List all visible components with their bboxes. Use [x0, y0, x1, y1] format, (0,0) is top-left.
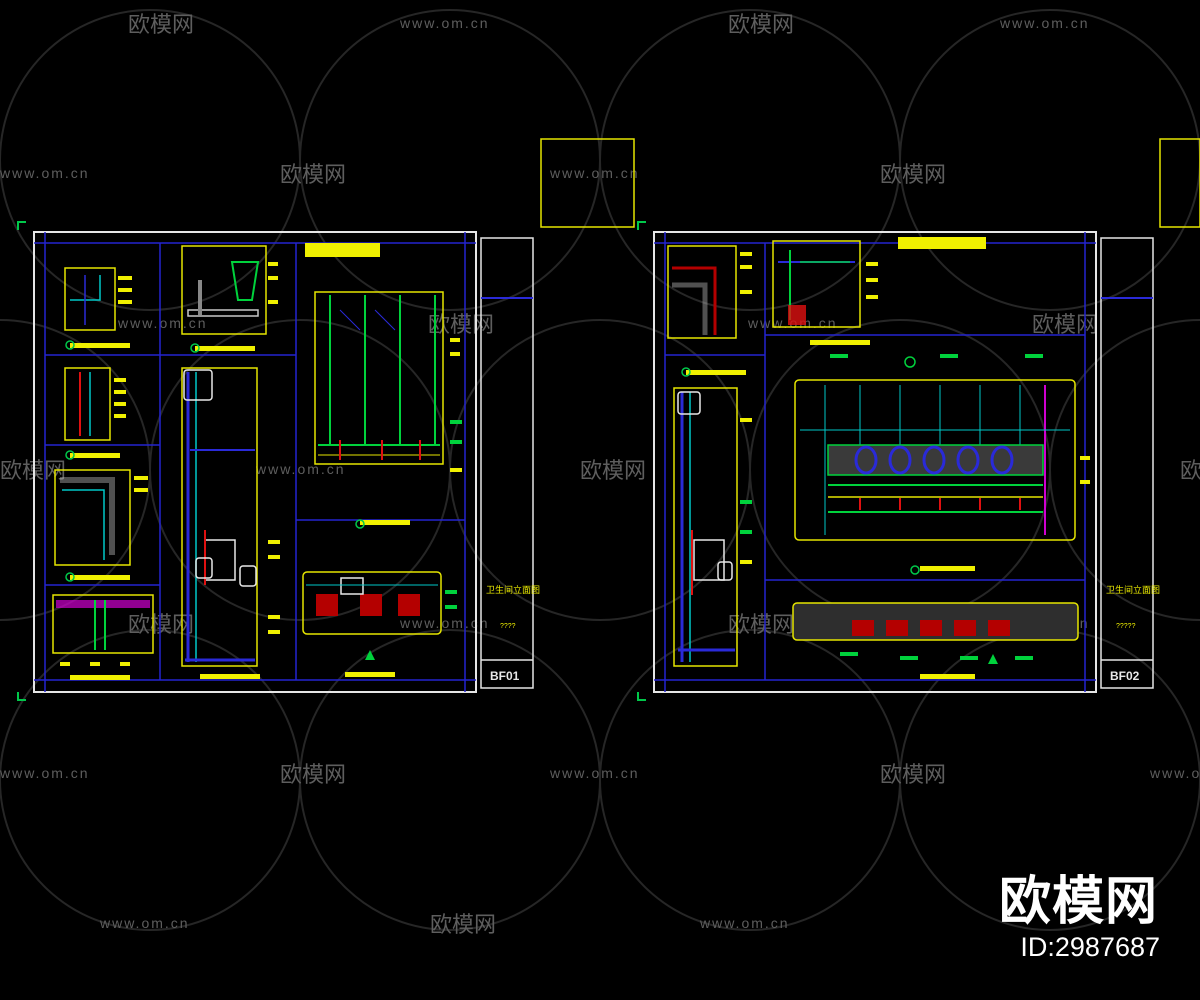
- watermark-brand: 欧模网: [280, 763, 346, 788]
- sheet-title: 卫生间立面图: [1106, 584, 1160, 596]
- tall-section: [181, 367, 280, 679]
- brand-logo-text: 欧模网: [998, 872, 1158, 932]
- watermark-brand: 欧模网: [1032, 313, 1098, 338]
- watermark-url: www.om.cn: [117, 315, 208, 331]
- watermark-brand: 欧模网: [128, 13, 194, 38]
- sheet-number: BF02: [1110, 669, 1140, 683]
- vanity-plan: [792, 602, 1079, 679]
- sheet-border: [653, 231, 1097, 693]
- watermark-url: www.om.cn: [999, 15, 1090, 31]
- sheet-title: 卫生间立面图: [486, 584, 540, 596]
- partition-elevation: [314, 291, 462, 529]
- vanity-elevation: [794, 354, 1090, 575]
- watermark-url: www.om.cn: [255, 461, 346, 477]
- watermark-url: www.om.cn: [0, 765, 90, 781]
- tall-section: [673, 387, 752, 667]
- watermark-url: www.om.cn: [99, 915, 190, 931]
- detail-box-1: [64, 267, 132, 350]
- detail-box-6: [667, 245, 752, 377]
- detail-box-5: [181, 245, 278, 353]
- detail-box-2: [64, 367, 126, 460]
- watermark-brand: 欧模网: [580, 459, 646, 484]
- sheet-number: BF01: [490, 669, 520, 683]
- scale-note: ?????: [1116, 623, 1136, 630]
- watermark-brand: 欧模网: [128, 613, 194, 638]
- watermark-brand: 欧模网: [728, 613, 794, 638]
- watermark-url: www.om.cn: [549, 765, 640, 781]
- model-id-label: ID:2987687: [1020, 932, 1160, 962]
- watermark-brand: 欧模网: [280, 163, 346, 188]
- corner-marks: [637, 221, 646, 701]
- drawing-sheet-bf02: 卫生间立面图 ????? BF02: [540, 138, 1200, 701]
- watermark-brand: 欧模网: [880, 163, 946, 188]
- watermark-brand: 欧模网: [728, 13, 794, 38]
- watermark-brand: 欧模网: [430, 913, 496, 938]
- watermark-brand: 欧模网: [880, 763, 946, 788]
- watermark-url: www.om.cn: [699, 915, 790, 931]
- scale-note: ????: [500, 623, 516, 630]
- detail-box-7: [772, 240, 878, 345]
- detail-box-4: [52, 594, 154, 680]
- watermark-brand: 欧模网: [1180, 459, 1200, 484]
- title-tag: [898, 237, 986, 249]
- corner-marks: [17, 221, 26, 701]
- watermark-brand: 欧模网: [428, 313, 494, 338]
- title-block-bf01: 卫生间立面图 ???? BF01: [480, 237, 540, 689]
- title-tag: [305, 243, 380, 257]
- legend-box: [1159, 138, 1200, 228]
- title-block-bf02: 卫生间立面图 ????? BF02: [1100, 237, 1160, 689]
- vanity-plan: [302, 571, 457, 677]
- watermark-url: www.om.cn: [1149, 765, 1200, 781]
- detail-box-3: [54, 469, 148, 582]
- watermark-url: www.om.cn: [549, 165, 640, 181]
- drawing-sheet-bf01: 卫生间立面图 ???? BF01: [17, 221, 540, 701]
- sheet-border: [33, 231, 477, 693]
- legend-box: [540, 138, 635, 228]
- watermark-url: www.om.cn: [399, 15, 490, 31]
- layout-grid: [654, 232, 1096, 692]
- watermark-url: www.om.cn: [0, 165, 90, 181]
